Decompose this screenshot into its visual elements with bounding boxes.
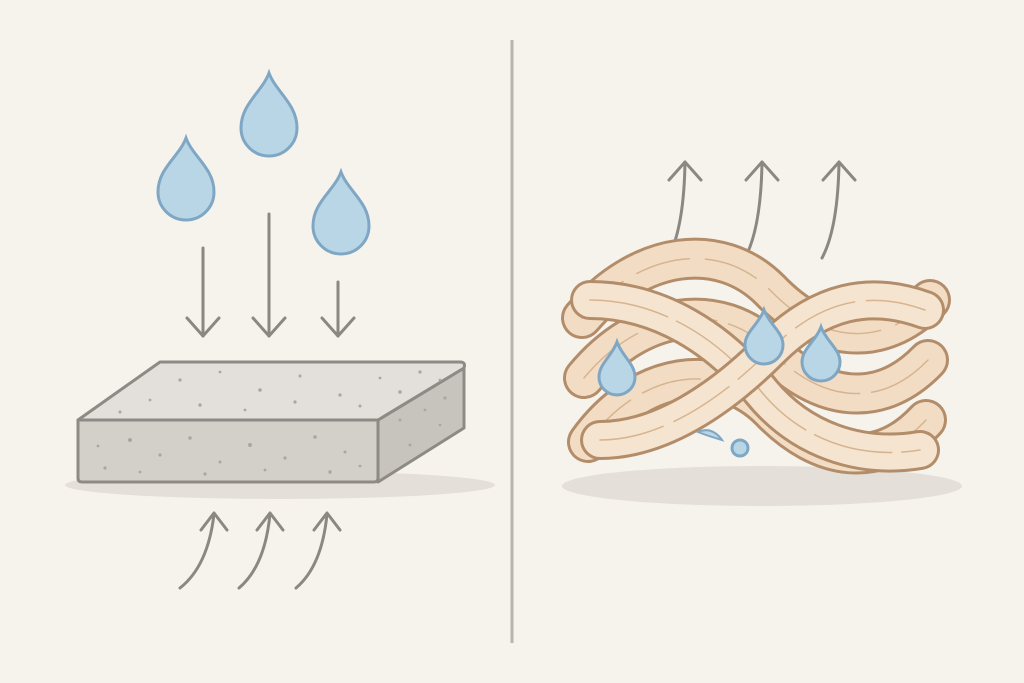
- small-droplet: [730, 438, 750, 458]
- arrow-down-icon: [251, 212, 287, 338]
- water-drops: [156, 68, 371, 256]
- water-drop-icon: [743, 305, 785, 366]
- up-curved-arrows: [178, 511, 342, 590]
- arrow-down-icon: [185, 246, 221, 338]
- curved-arrow-up-icon: [178, 511, 229, 590]
- water-smear: [695, 429, 725, 442]
- water-drop-icon: [597, 337, 637, 397]
- water-drop-icon: [156, 133, 216, 222]
- fiber-strand-cross-a: [570, 280, 940, 473]
- curved-arrow-up-icon: [237, 511, 285, 590]
- slab-pores: [96, 370, 447, 476]
- down-arrows: [185, 212, 356, 338]
- left-panel: [65, 68, 495, 590]
- slab-front-face: [76, 418, 380, 484]
- water-drop-icon: [239, 68, 299, 158]
- water-drop-icon: [311, 167, 371, 256]
- curved-arrow-up-icon: [294, 511, 342, 590]
- arrow-down-icon: [320, 280, 356, 338]
- fiber-shadow: [562, 466, 962, 506]
- fiber-strand-top: [561, 237, 951, 355]
- up-arrows: [666, 160, 857, 260]
- water-drop-icon: [800, 322, 842, 383]
- arrow-up-icon: [820, 160, 857, 260]
- slab-top-face: [76, 360, 466, 422]
- absorbed-drops: [597, 305, 842, 458]
- right-panel: [561, 160, 962, 506]
- concrete-slab: [76, 360, 466, 484]
